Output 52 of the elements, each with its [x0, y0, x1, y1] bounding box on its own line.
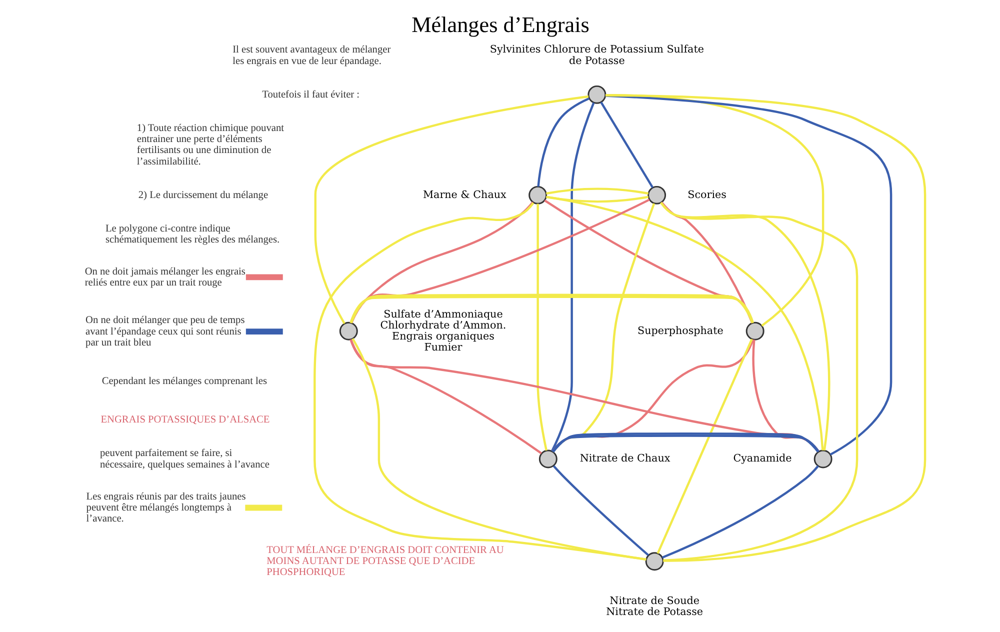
node-circle [647, 186, 666, 204]
node-circle [538, 450, 557, 468]
connector [351, 338, 646, 561]
diagram-title: Mélanges d’Engrais [411, 12, 589, 37]
connector [660, 202, 830, 451]
node-circle [644, 552, 664, 571]
connector [350, 202, 534, 324]
node-label: Nitrate de Chaux [579, 452, 670, 465]
node-label: Nitrate de Soude Nitrate de Potasse [606, 594, 703, 618]
connector [544, 200, 754, 324]
connector [314, 95, 588, 324]
legend-label: On ne doit mélanger que peu de temps avant l’épandage ceux qui sont réunis par un trait bleu [85, 315, 244, 348]
connector [552, 465, 649, 556]
node-circle [587, 85, 606, 104]
node-label: Sulfate d’Ammoniaque Chlorhydrate d’Ammon. Engrais organiques Fumier [380, 308, 506, 354]
node-circle [528, 186, 547, 204]
connector [660, 202, 753, 324]
label: TOUT MÉLANGE D’ENGRAIS DOIT CONTENIR AU MOINS AUTANT DE POTASSE QUE D’ACIDE PHOSPHORIQUE [266, 544, 504, 578]
label: ENGRAIS POTASSIQUES D’ALSACE [100, 414, 270, 426]
connector [604, 94, 892, 456]
label: 2) Le durcissement du mélange [138, 190, 268, 201]
connector [604, 94, 926, 562]
connector [349, 294, 754, 324]
connector [605, 94, 824, 327]
node-label: Cyanamide [732, 452, 792, 465]
node-circle [338, 322, 358, 340]
node-label: Scories [687, 188, 726, 201]
label: Le polygone ci-contre indique schématiquement les règles des mélanges. [105, 224, 280, 246]
connector [600, 102, 654, 188]
connector [656, 338, 752, 554]
node-circle [813, 450, 832, 468]
node-label: Marne & Chaux [422, 188, 506, 201]
label: Toutefois il faut éviter : [262, 89, 360, 100]
connector [349, 339, 542, 454]
connector [546, 196, 824, 450]
connector [551, 432, 820, 453]
connector [546, 188, 648, 203]
label: peuvent parfaitement se faire, si nécessaire, quelques semaines à l’avance [99, 448, 269, 470]
legend-label: Les engrais réunis par des traits jaunes peuvent être mélangés longtemps à l’avance. [86, 491, 246, 525]
legend-label: On ne doit jamais mélanger les engrais reliés entre eux par un trait rouge [84, 266, 245, 288]
connector [661, 465, 818, 559]
connector [536, 204, 547, 451]
node-label: Superphosphate [637, 324, 723, 337]
label: Il est souvent avantageux de mélanger les engrais en vue de leur épandage. [232, 44, 390, 67]
connector [660, 202, 858, 562]
label: 1) Toute réaction chimique pouvant entrainer une perte d’éléments fertilisants ou une diminution de l’assimilabilité. [136, 123, 284, 168]
connector [536, 97, 590, 187]
connector [550, 102, 594, 452]
connector [313, 202, 646, 560]
label: Cependant les mélanges comprenant les [101, 376, 267, 388]
node-label: Sylvinites Chlorure de Potassium Sulfate de Potasse [489, 44, 704, 67]
node-circle [745, 322, 764, 340]
